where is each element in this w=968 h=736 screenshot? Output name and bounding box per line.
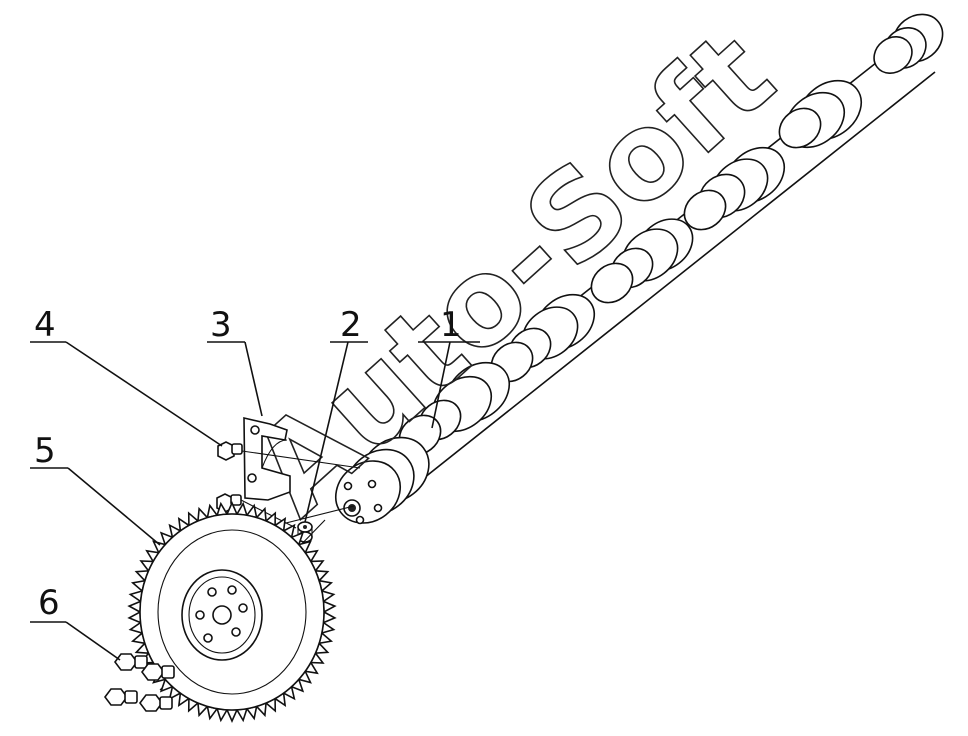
plate-bolt-icon <box>216 441 243 513</box>
callout-label-4: 4 <box>34 305 56 345</box>
thrust-plate-icon <box>243 416 291 501</box>
callout-3: 3 <box>207 305 263 417</box>
gear-tooth <box>322 600 337 614</box>
callout-1: 1 <box>418 305 480 429</box>
gear-tooth <box>127 600 142 614</box>
callout-5: 5 <box>30 431 161 546</box>
callout-label-5: 5 <box>34 431 56 471</box>
callout-label-6: 6 <box>38 583 60 623</box>
camshaft-icon <box>335 13 944 525</box>
callout-label-3: 3 <box>210 305 232 345</box>
gear-tooth <box>225 709 239 723</box>
callout-4: 4 <box>30 305 223 447</box>
gear-tooth <box>127 610 142 624</box>
gear-tooth <box>322 610 337 624</box>
callout-label-2: 2 <box>340 305 362 345</box>
callout-label-1: 1 <box>440 305 462 345</box>
callout-6: 6 <box>30 583 121 661</box>
gear-bolt-icon <box>104 653 175 712</box>
callout-2: 2 <box>304 305 368 523</box>
